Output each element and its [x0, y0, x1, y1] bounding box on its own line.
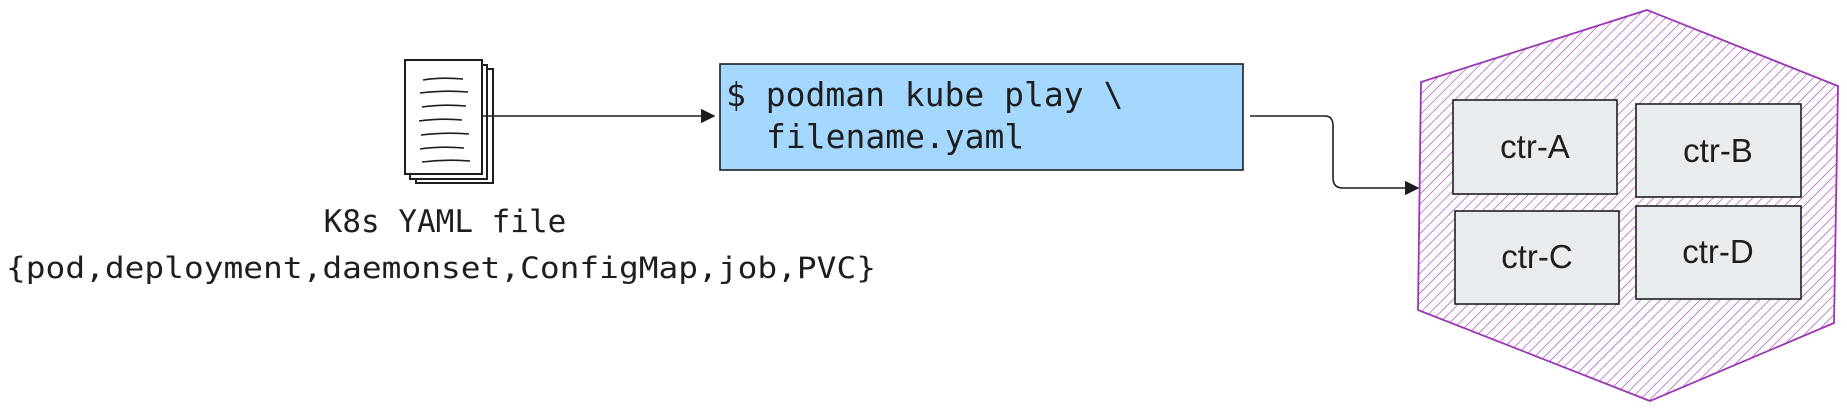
container-ctr-b: ctr-B — [1635, 103, 1802, 198]
yaml-document-stack-icon — [404, 59, 494, 184]
source-label-line1: K8s YAML file — [324, 204, 567, 240]
container-label: ctr-B — [1683, 132, 1753, 169]
container-label: ctr-D — [1682, 233, 1753, 270]
arrow-command-to-pod — [1250, 115, 1420, 196]
container-ctr-c: ctr-C — [1454, 210, 1620, 305]
command-line2: filename.yaml — [766, 117, 1024, 156]
source-label-line2: {pod,deployment,daemonset,ConfigMap,job,… — [6, 251, 876, 285]
container-label: ctr-A — [1500, 128, 1570, 165]
container-label: ctr-C — [1501, 238, 1572, 275]
container-ctr-d: ctr-D — [1635, 205, 1802, 300]
command-box: $ podman kube play \ filename.yaml — [719, 63, 1244, 171]
container-ctr-a: ctr-A — [1452, 99, 1618, 195]
command-line1: $ podman kube play \ — [726, 75, 1123, 114]
